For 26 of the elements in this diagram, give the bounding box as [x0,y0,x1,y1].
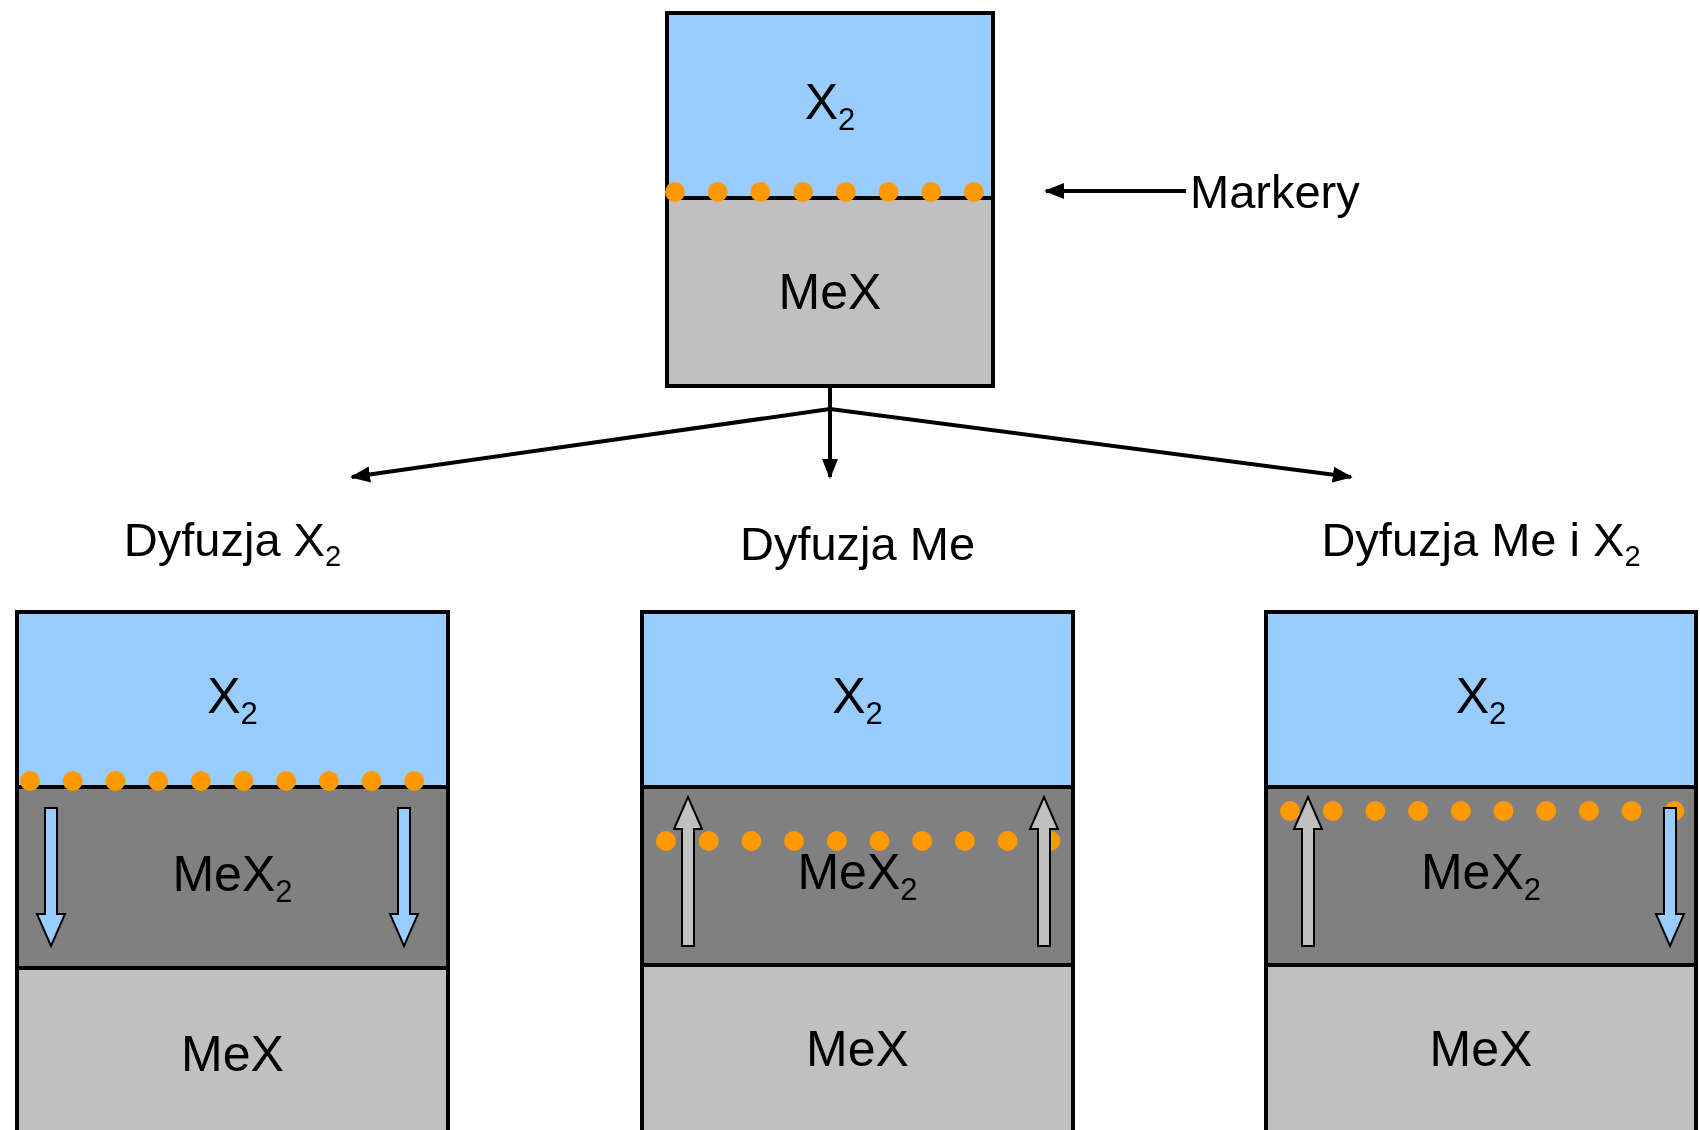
substrate-layer [644,963,1071,1130]
arrow [828,388,1353,483]
arrow [1044,183,1186,199]
gas-layer [1268,614,1694,785]
layer-label: X$_{2}$ [804,76,856,135]
substrate-layer [1268,963,1694,1130]
layer-label: X$_{2}$ [832,670,883,729]
scale-layer [1268,785,1694,963]
layer-label: MeX [778,267,882,317]
scale-layer [19,785,446,966]
gas-layer [669,15,991,196]
layer-label: X$_{2}$ [207,670,258,729]
layer-label: MeX$_{2}$ [1420,847,1542,905]
panel-heading: Dyfuzja X$_{2}$ [123,515,342,572]
layer-label: MeX [806,1023,909,1074]
gas-layer [644,614,1071,785]
layer-label: MeX [1429,1023,1533,1074]
gas-layer [19,614,446,785]
panel-heading: Dyfuzja Me i X$_{2}$ [1321,515,1641,572]
substrate-layer [19,966,446,1130]
substrate-layer [669,196,991,384]
layer-label: X$_{2}$ [1455,670,1507,729]
layer-label: MeX$_{2}$ [797,847,918,905]
scale-layer [644,785,1071,963]
layer-label: MeX$_{2}$ [172,848,293,907]
layer-label: MeX [181,1029,284,1079]
